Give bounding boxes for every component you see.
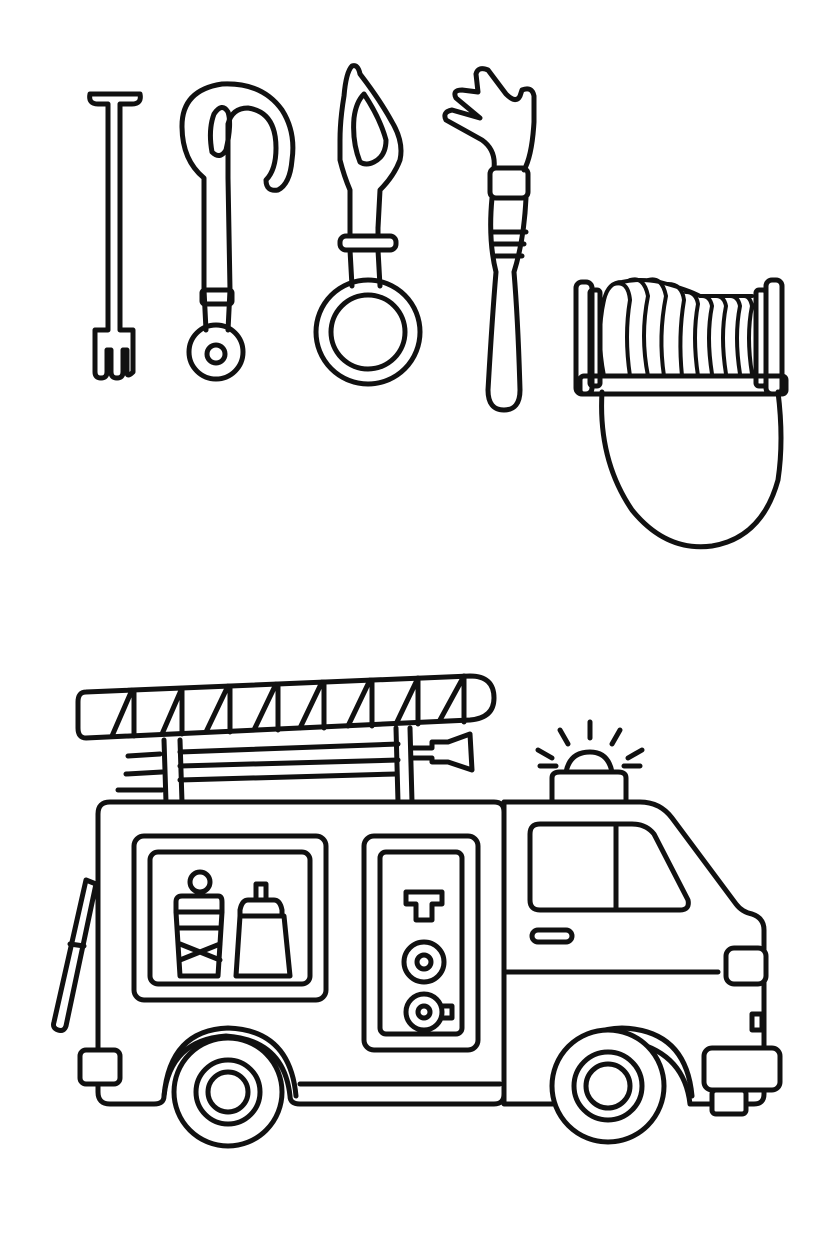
cab-window [527, 821, 691, 913]
hose-reel-icon [573, 277, 789, 550]
side-ladder [51, 877, 99, 1033]
fire-truck-icon [51, 673, 783, 1149]
axe-spanner-icon [313, 63, 423, 387]
nozzle [409, 731, 475, 773]
hook-wrench-icon [179, 81, 296, 382]
beacon-light [535, 719, 645, 803]
pry-bar-icon [442, 66, 537, 413]
rear-wheel [171, 1035, 285, 1149]
front-wheel [549, 1027, 667, 1145]
equipment-cabinet [131, 833, 329, 1003]
pump-panel [361, 833, 481, 1053]
ladder [75, 673, 497, 741]
pike-pole-icon [87, 91, 143, 381]
